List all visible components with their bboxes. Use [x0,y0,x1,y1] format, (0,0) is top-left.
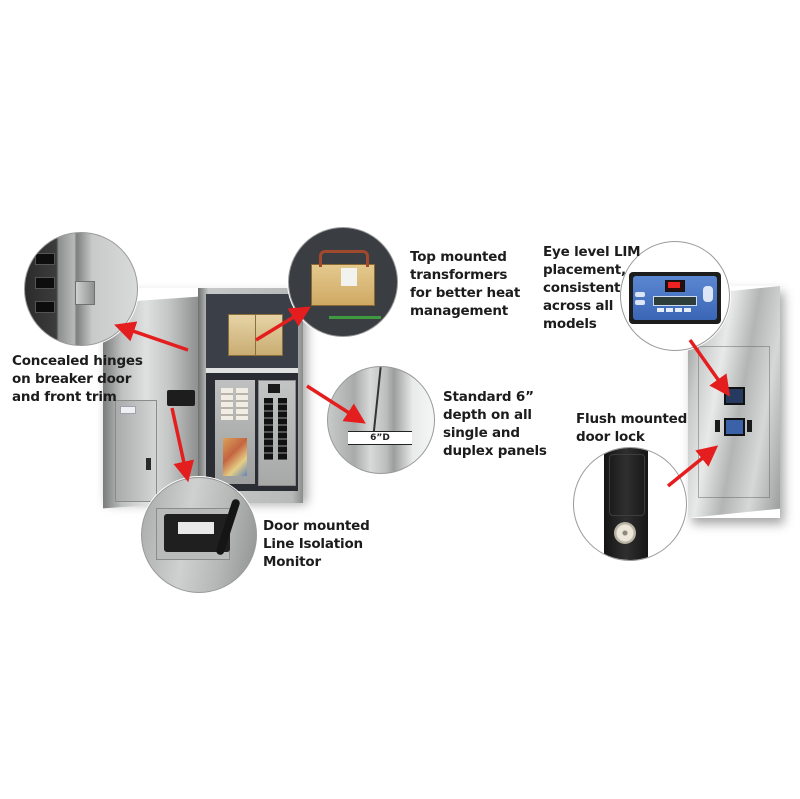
callout-transformers-line: Top mounted [410,249,507,265]
lim-logo-badge [703,286,713,302]
dimension-tag: 6”D [348,431,412,445]
callout-lim-monitor-line: Monitor [263,554,321,570]
callout-hinges-line: and front trim [12,389,117,405]
terminal-strip [221,388,233,420]
lim-monitor-detail-circle [141,477,257,593]
callout-lim-placement-line: across all [543,298,614,314]
callout-depth-line: duplex panels [443,443,547,459]
callout-transformers: Top mounted transformers for better heat… [410,248,520,320]
ground-wire [329,316,381,319]
callout-lim-monitor-line: Door mounted [263,518,370,534]
compartment-shelf [206,368,298,373]
lim-lcd-display [653,296,697,306]
transformer-right [255,314,283,356]
breaker-row-right [278,398,287,460]
lim-face-detail-circle [620,241,730,351]
lim-unit-label [178,522,214,534]
callout-transformers-line: for better heat [410,285,521,301]
cable [372,367,382,437]
callout-lim-placement-line: consistent [543,280,621,296]
callout-depth-line: Standard 6” [443,389,534,405]
callout-hinges: Concealed hinges on breaker door and fro… [12,352,143,406]
callout-door-lock: Flush mounted door lock [576,410,687,446]
depth-detail-circle: 6”D [327,366,435,474]
callout-lim-monitor: Door mounted Line Isolation Monitor [263,517,370,571]
breaker-switch [35,253,55,265]
terminal-strip [236,388,248,420]
lim-display-lower [724,418,745,436]
transformer-coil-top [319,250,369,267]
door-latch [146,458,151,470]
hinge-icon [75,281,95,305]
callout-depth: Standard 6” depth on all single and dupl… [443,388,547,460]
door-lock-detail-circle [573,447,687,561]
breaker-panelboard [258,380,296,486]
lim-key-row [657,308,693,312]
trim-seam [698,346,770,498]
lim-button [635,292,645,297]
breaker-switch [35,301,55,313]
callout-lim-placement-line: Eye level LIM [543,244,641,260]
transformer-label [341,268,357,286]
key-cylinder-icon [614,522,636,544]
breaker-access-door [115,400,157,502]
callout-transformers-line: transformers [410,267,508,283]
lim-display-upper [724,387,745,405]
wire-bundle [223,438,247,476]
callout-door-lock-line: Flush mounted [576,411,688,427]
callout-lim-placement-line: placement, [543,262,626,278]
main-breaker [268,384,280,393]
callout-depth-line: depth on all [443,407,532,423]
callout-hinges-line: on breaker door [12,371,132,387]
hinge-detail-circle [24,232,138,346]
door-lock-left [715,420,720,432]
callout-lim-placement: Eye level LIM placement, consistent acro… [543,243,641,333]
transformer-left [228,314,256,356]
breaker-row-left [264,398,273,460]
callout-lim-monitor-line: Line Isolation [263,536,363,552]
callout-hinges-line: Concealed hinges [12,353,143,369]
callout-transformers-line: management [410,303,509,319]
lim-button [635,300,645,305]
breaker-switch [35,277,55,289]
door-label-plate [120,406,136,414]
callout-door-lock-line: door lock [576,429,645,445]
door-lim-box [167,390,195,406]
transformer-detail-circle [288,227,398,337]
callout-depth-line: single and [443,425,520,441]
door-lock-right [747,420,752,432]
callout-lim-placement-line: models [543,316,597,332]
lim-led-digit [668,282,680,288]
lock-cover [609,454,645,516]
